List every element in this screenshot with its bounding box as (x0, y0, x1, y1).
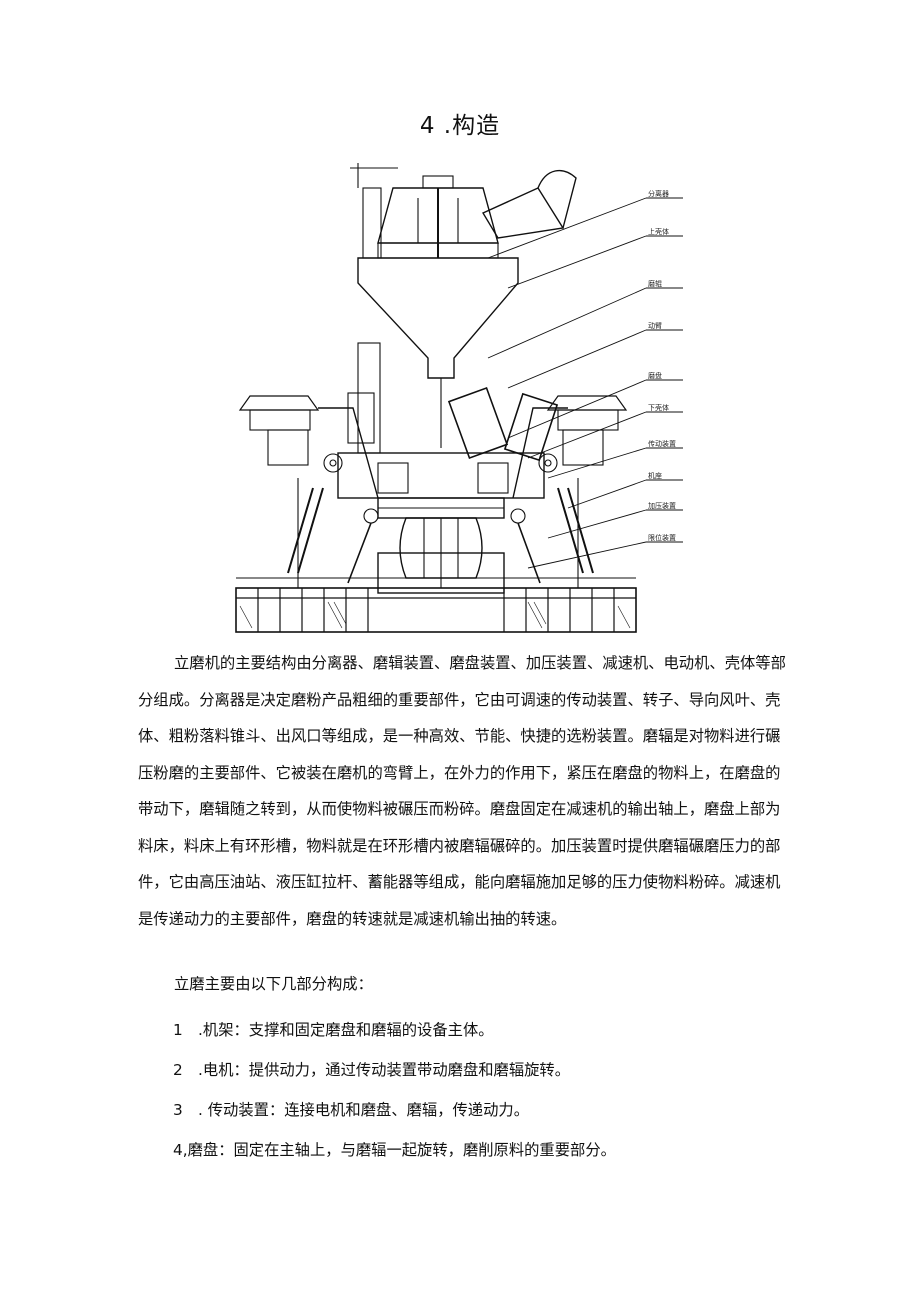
components-intro-paragraph: 立磨主要由以下几部分构成： (174, 975, 373, 993)
list-item: 3 . 传动装置：连接电机和磨盘、磨辐，传递动力。 (173, 1101, 529, 1119)
callout-label: 上壳体 (648, 227, 669, 236)
callout-label: 磨辊 (648, 279, 662, 288)
list-item: 2 .电机：提供动力，通过传动装置带动磨盘和磨辐旋转。 (173, 1061, 571, 1079)
callout-label: 加压装置 (648, 501, 676, 510)
structure-description-paragraph: 立磨机的主要结构由分离器、磨辑装置、磨盘装置、加压装置、减速机、电动机、壳体等部… (138, 654, 786, 928)
callout-label: 限位装置 (648, 533, 676, 542)
callout-label: 分离器 (648, 189, 669, 198)
list-item: 1 .机架：支撑和固定磨盘和磨辐的设备主体。 (173, 1021, 494, 1039)
callout-label: 磨盘 (648, 371, 662, 380)
callout-label: 下壳体 (648, 403, 669, 412)
callout-label: 传动装置 (648, 439, 676, 448)
callout-label: 机座 (648, 471, 662, 480)
section-heading: 4 .构造 (419, 113, 501, 139)
callout-label: 动臂 (648, 321, 662, 330)
vertical-mill-drawing: 分离器 上壳体 磨辊 动臂 磨盘 下壳体 传动装置 机座 加压装置 限位装置 (228, 158, 688, 636)
list-item: 4,磨盘：固定在主轴上，与磨辐一起旋转，磨削原料的重要部分。 (173, 1141, 616, 1159)
components-list: 1 .机架：支撑和固定磨盘和磨辐的设备主体。 2 .电机：提供动力，通过传动装置… (173, 1010, 616, 1170)
